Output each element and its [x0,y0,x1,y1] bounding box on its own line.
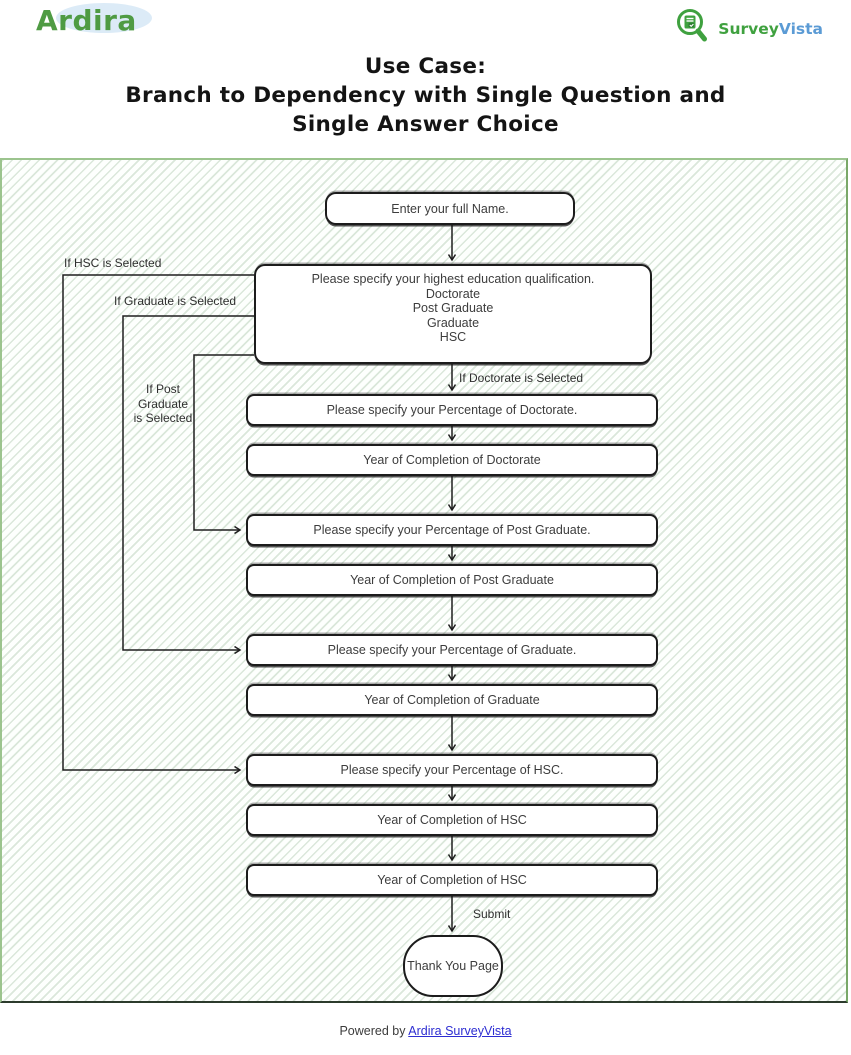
flow-box-label: Please specify your Percentage of Gradua… [327,643,577,657]
title-line-2: Branch to Dependency with Single Questio… [125,83,726,108]
flow-box-label: Year of Completion of Post Graduate [350,573,554,587]
flow-box-label: Year of Completion of Doctorate [363,453,541,467]
flow-box-label: Year of Completion of Graduate [364,693,540,707]
surveyvista-wordmark: SurveyVista [718,20,823,38]
flowchart-canvas: Enter your full Name. Please specify you… [0,158,848,1003]
qualification-option-graduate: Graduate [426,315,480,330]
branch-hsc [62,274,254,770]
magnifier-document-icon [673,6,713,51]
flow-box-year-doctorate: Year of Completion of Doctorate [246,444,658,476]
ardira-logo-text: Ardira [36,4,137,37]
flow-box-pct-post-graduate: Please specify your Percentage of Post G… [246,514,658,546]
flow-box-qualification: Please specify your highest education qu… [254,264,652,364]
qualification-option-post-graduate: Post Graduate [412,301,494,316]
edge-label-if-graduate: If Graduate is Selected [114,294,237,308]
flow-box-pct-doctorate: Please specify your Percentage of Doctor… [246,394,658,426]
branch-postgraduate [193,354,254,530]
page-title: Use Case: Branch to Dependency with Sing… [0,52,851,139]
ardira-logo: Ardira [36,3,152,46]
vista-word: Vista [778,19,823,38]
connector-lines [62,224,846,1001]
flow-box-year-hsc: Year of Completion of HSC [246,804,658,836]
edge-label-if-doctorate: If Doctorate is Selected [459,371,584,385]
ardira-surveyvista-link[interactable]: Ardira SurveyVista [408,1024,512,1038]
footer: Powered by Ardira SurveyVista [0,1024,851,1038]
flow-box-label: Thank You Page [407,959,499,973]
flow-box-label: Please specify your Percentage of HSC. [340,763,564,777]
title-line-1: Use Case: [364,54,487,79]
powered-by-text: Powered by [339,1024,406,1038]
title-line-3: Single Answer Choice [292,112,559,137]
flow-box-pct-hsc: Please specify your Percentage of HSC. [246,754,658,786]
qualification-option-hsc: HSC [439,330,467,345]
qualification-question: Please specify your highest education qu… [311,272,595,286]
edge-label-submit: Submit [473,907,511,921]
flow-box-label: Please specify your Percentage of Post G… [313,523,591,537]
flow-box-year-post-graduate: Year of Completion of Post Graduate [246,564,658,596]
flow-box-label: Please specify your Percentage of Doctor… [326,403,578,417]
branch-graduate [122,315,254,650]
flow-box-label: Year of Completion of HSC [377,873,527,887]
flow-box-label: Year of Completion of HSC [377,813,527,827]
flow-box-label: Enter your full Name. [391,201,509,216]
cloud-shape [56,3,152,33]
flow-box-enter-name: Enter your full Name. [325,192,575,225]
flow-box-year-hsc-2: Year of Completion of HSC [246,864,658,896]
flow-box-pct-graduate: Please specify your Percentage of Gradua… [246,634,658,666]
edge-label-if-post-graduate: If Post Graduate is Selected [133,382,193,425]
survey-word: Survey [718,19,779,38]
edge-label-if-hsc: If HSC is Selected [64,256,162,270]
flow-box-year-graduate: Year of Completion of Graduate [246,684,658,716]
surveyvista-logo: SurveyVista [673,6,823,51]
flow-terminator-thank-you: Thank You Page [403,935,503,997]
qualification-option-doctorate: Doctorate [425,286,481,301]
